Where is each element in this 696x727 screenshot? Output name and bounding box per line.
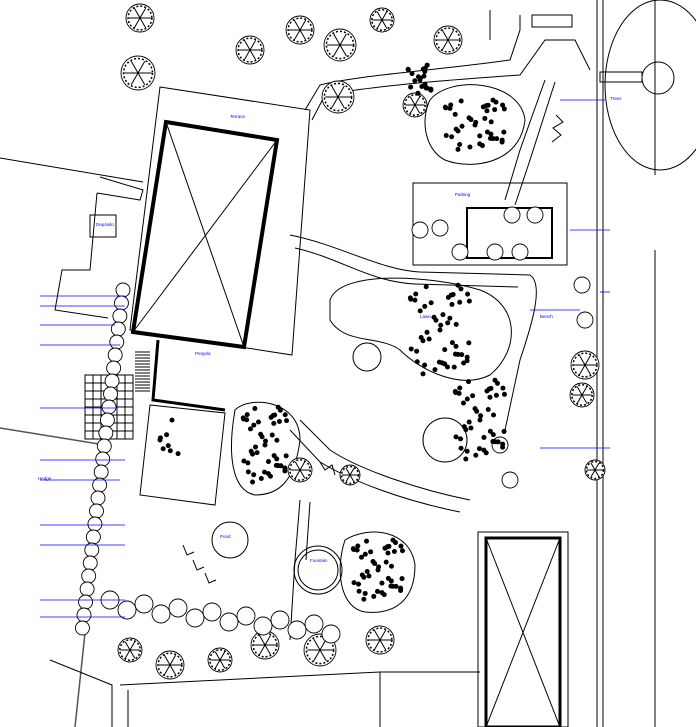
annotation-leaders xyxy=(40,99,610,618)
parking-label: Parking xyxy=(455,192,471,197)
bench-label: Bench xyxy=(540,314,553,319)
pond-label: Pond xyxy=(220,534,231,539)
building-label: Terrace xyxy=(230,114,246,119)
lower-building-outline xyxy=(477,531,569,727)
hedge-label: Hedge xyxy=(38,476,52,481)
annotation-labels: Terrace Depósito Lawn Pergola Fountain P… xyxy=(38,96,622,563)
roundabout xyxy=(604,0,696,171)
main-building-outline xyxy=(129,86,311,356)
trees-label: Trees xyxy=(610,96,622,101)
lower-building xyxy=(484,536,562,727)
fountain-label: Fountain xyxy=(310,558,328,563)
stairs xyxy=(135,351,150,392)
shrubs xyxy=(157,62,507,602)
trees xyxy=(74,3,606,680)
lawn-label: Lawn xyxy=(420,314,431,319)
storage-label: Depósito xyxy=(96,222,114,227)
fountain xyxy=(293,545,343,595)
lawn-area xyxy=(329,277,512,381)
pergola-label: Pergola xyxy=(195,351,211,356)
